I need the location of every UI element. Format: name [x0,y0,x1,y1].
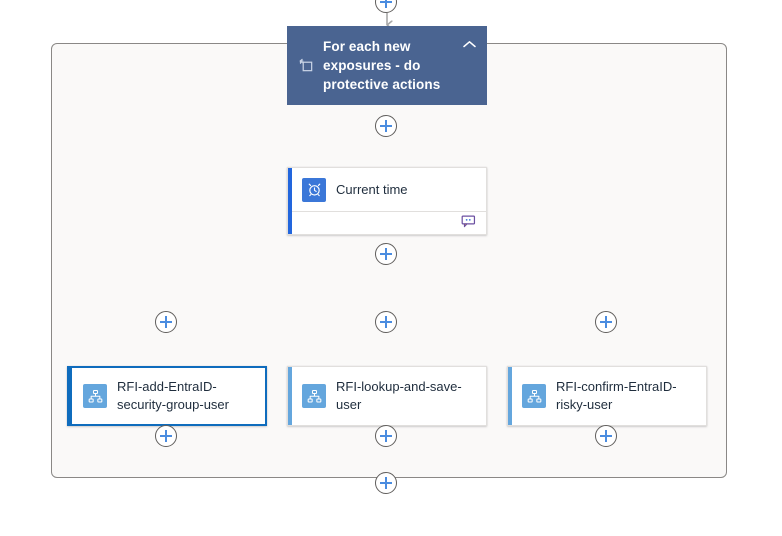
card-footer-row [288,212,486,235]
action-card-label: Current time [336,181,408,197]
action-card-rfi-lookup-and-save-user[interactable]: RFI-lookup-and-save-user [287,366,487,426]
insert-before-rfi-add[interactable] [155,311,177,333]
insert-above-foreach[interactable] [375,0,397,13]
insert-after-current-time[interactable] [375,243,397,265]
action-card-rfi-add-entraid-security-group-user[interactable]: RFI-add-EntraID-security-group-user [67,366,267,426]
insert-before-current-time[interactable] [375,115,397,137]
foreach-action-card[interactable]: For each new exposures - do protective a… [287,26,487,105]
action-card-current-time[interactable]: Current time [287,167,487,235]
org-hierarchy-icon [302,384,326,408]
card-accent-bar [69,368,72,424]
action-card-label: RFI-confirm-EntraID-risky-user [556,379,677,412]
action-card-label: RFI-lookup-and-save-user [336,379,462,412]
card-accent-bar [288,367,292,425]
card-accent-bar [508,367,512,425]
comment-bubble-icon[interactable] [461,215,476,233]
org-hierarchy-icon [83,384,107,408]
insert-before-rfi-confirm[interactable] [595,311,617,333]
insert-before-rfi-lookup[interactable] [375,311,397,333]
insert-after-foreach[interactable] [375,472,397,494]
insert-after-rfi-confirm[interactable] [595,425,617,447]
insert-after-rfi-add[interactable] [155,425,177,447]
insert-after-rfi-lookup[interactable] [375,425,397,447]
card-header-row: Current time [288,168,486,211]
card-divider [292,211,486,212]
loop-foreach-icon [295,55,317,77]
chevron-up-icon[interactable] [461,36,477,52]
action-card-rfi-confirm-entraid-risky-user[interactable]: RFI-confirm-EntraID-risky-user [507,366,707,426]
org-hierarchy-icon [522,384,546,408]
action-card-label: RFI-add-EntraID-security-group-user [117,379,229,412]
alarm-clock-icon [302,177,326,202]
foreach-title: For each new exposures - do protective a… [323,39,441,92]
card-accent-bar [288,168,292,234]
